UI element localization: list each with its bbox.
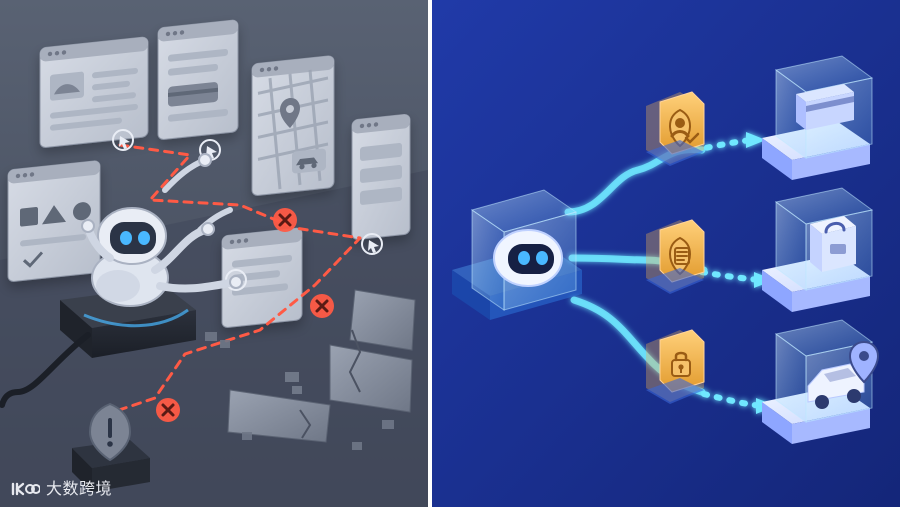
brand-logo-icon (11, 482, 40, 496)
robot-cube (452, 189, 582, 320)
car-icon (296, 157, 318, 166)
left-panel: 大数跨境 (0, 0, 428, 507)
robot (0, 153, 243, 408)
warning-pedestal (72, 402, 150, 492)
shoe-icon (54, 84, 80, 95)
floor-blocks (205, 332, 394, 450)
watermark: 大数跨境 (10, 481, 112, 497)
lock-icon (671, 351, 691, 377)
car-icon (807, 363, 865, 409)
fail-markers (156, 208, 334, 422)
window-titlebar (40, 37, 148, 62)
map-pin-icon (848, 340, 880, 384)
cursor-click-icon (368, 240, 379, 253)
credit-card-icon (796, 84, 854, 130)
right-scene (432, 0, 900, 507)
ui-windows (7, 19, 411, 328)
left-scene (0, 0, 428, 507)
cursor-click-icon (206, 146, 217, 159)
brand-logo (10, 481, 40, 497)
cursor-click-icon (119, 136, 130, 149)
destinations (762, 55, 880, 444)
shopping-bag-icon (810, 216, 856, 272)
barriers (227, 289, 416, 443)
watermark-text: 大数跨境 (46, 479, 113, 498)
auth-shields (646, 91, 705, 404)
failure-path (93, 143, 362, 420)
right-panel (432, 0, 900, 507)
